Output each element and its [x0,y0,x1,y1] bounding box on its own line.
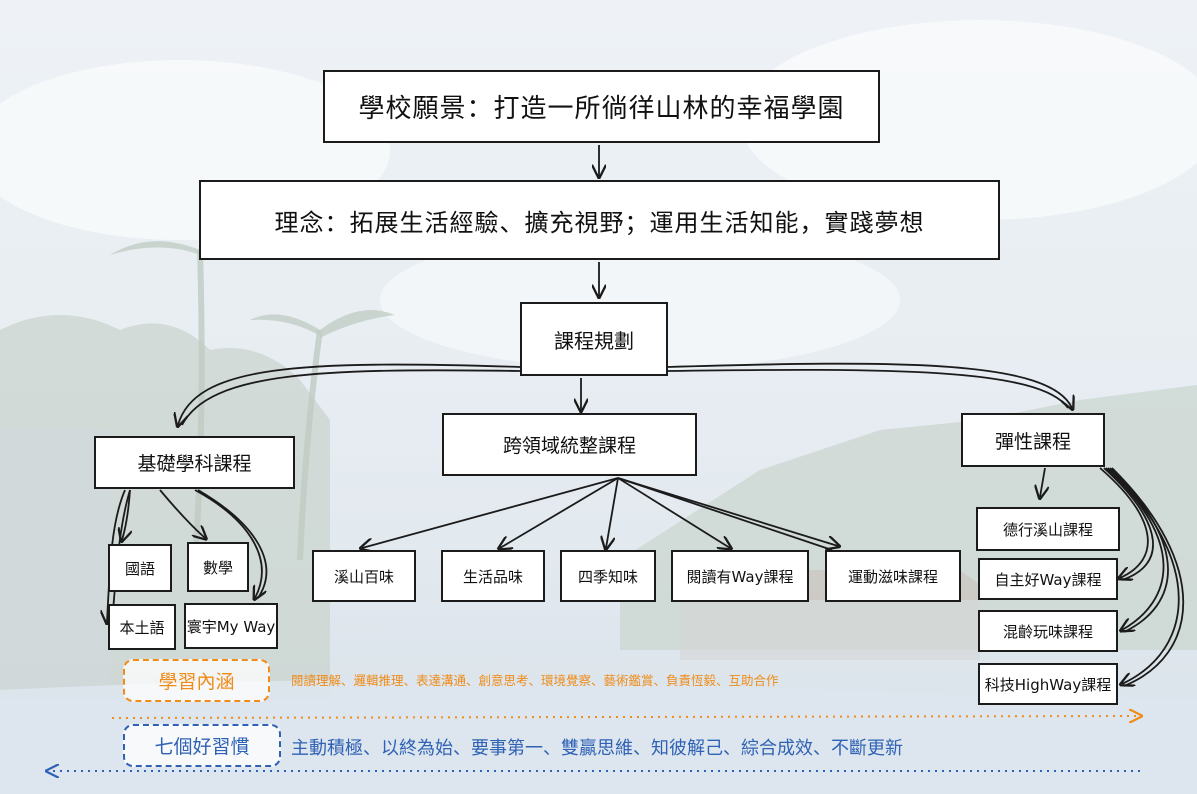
subject-local-language: 本土語 [108,604,176,650]
cross-subject-4: 閱讀有Way課程 [671,550,809,602]
cross-subject-1: 溪山百味 [312,550,416,602]
seven-habits-label-text: 七個好習慣 [154,736,250,758]
flexible-subject-2: 自主好Way課程 [978,558,1118,600]
cross-subject-2: 生活品味 [441,550,545,602]
basic-subjects-box: 基礎學科課程 [94,436,295,489]
vision-box: 學校願景：打造一所徜徉山林的幸福學園 [323,70,880,143]
cross-subject-5: 運動滋味課程 [825,550,961,602]
learning-content-label-text: 學習內涵 [158,671,235,693]
planning-box: 課程規劃 [520,302,668,376]
seven-habits-label: 七個好習慣 [123,724,281,767]
seven-habits-text: 主動積極、以終為始、要事第一、雙贏思維、知彼解己、綜合成效、不斷更新 [291,738,903,759]
flexible-subject-1: 德行溪山課程 [976,507,1120,551]
subject-math: 數學 [187,542,249,592]
flexible-subject-3: 混齡玩味課程 [978,610,1118,652]
subject-mandarin: 國語 [108,544,172,592]
learning-content-label: 學習內涵 [123,659,270,702]
learning-content-text: 閱讀理解、邏輯推理、表達溝通、創意思考、環境覺察、藝術鑑賞、負責恆毅、互助合作 [291,673,779,688]
concept-box: 理念：拓展生活經驗、擴充視野；運用生活知能，實踐夢想 [199,180,1000,260]
cross-domain-box: 跨領域統整課程 [442,413,697,476]
subject-my-way: 寰宇My Way [184,603,278,649]
flexible-courses-box: 彈性課程 [961,413,1105,467]
flexible-subject-4: 科技HighWay課程 [978,663,1118,705]
cross-subject-3: 四季知味 [560,550,656,602]
